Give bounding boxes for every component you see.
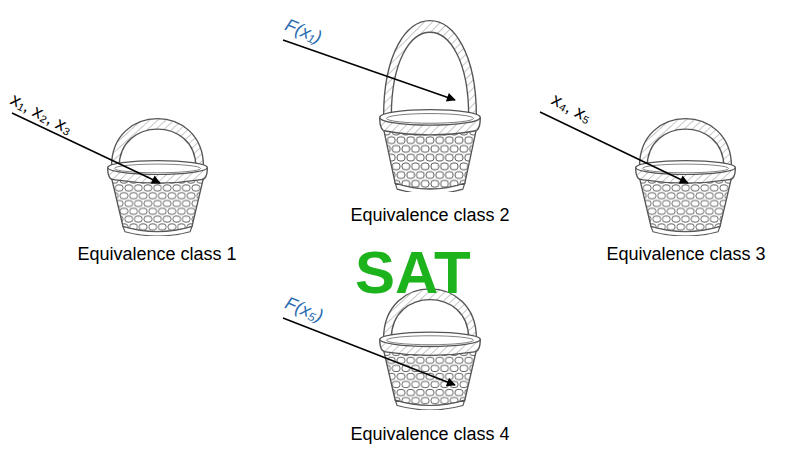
- input-arrow: [12, 113, 160, 183]
- class-label: Equivalence class 3: [602, 243, 770, 265]
- basket-picture: [636, 119, 736, 236]
- arrow-label: x₁, x₂, x₃: [7, 89, 76, 138]
- basket-picture: [380, 289, 481, 410]
- class-label: Equivalence class 2: [346, 204, 514, 226]
- class-label: Equivalence class 1: [73, 243, 241, 265]
- basket-picture: [380, 21, 481, 194]
- input-arrow: [283, 318, 455, 385]
- input-arrow: [540, 112, 688, 183]
- basket-node: Equivalence class 3: [602, 113, 770, 265]
- basket-node: Equivalence class 1: [73, 113, 241, 265]
- class-label: Equivalence class 4: [346, 423, 514, 445]
- watermark-text: SAT: [355, 240, 471, 306]
- basket-node: Equivalence class 2: [346, 8, 514, 226]
- basket-node: Equivalence class 4: [346, 283, 514, 445]
- arrow-label: x₄, x₅: [548, 89, 595, 127]
- input-arrow: [283, 40, 455, 100]
- basket-picture: [108, 119, 208, 236]
